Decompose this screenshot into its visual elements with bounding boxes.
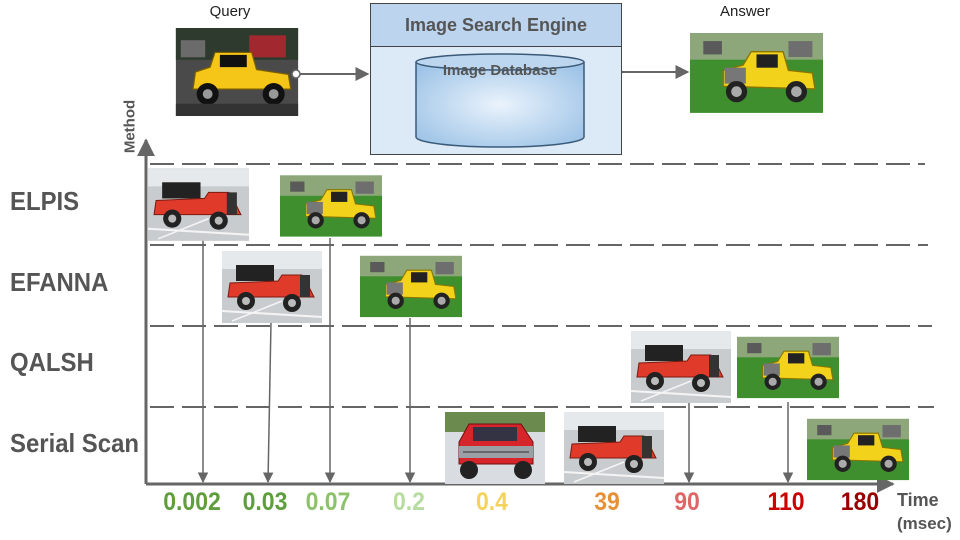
query-connector	[291, 69, 301, 79]
result-elpis-yellow-car	[280, 174, 382, 238]
time-tick: 0.4	[476, 488, 508, 516]
result-efanna-yellow-car	[360, 255, 462, 318]
method-label-elpis: ELPIS	[10, 186, 80, 216]
database-label: Image Database	[442, 62, 558, 79]
result-serial-red-truck	[444, 412, 546, 484]
answer-label: Answer	[719, 3, 771, 20]
time-tick: 39	[594, 488, 620, 516]
time-tick: 0.03	[242, 488, 288, 516]
time-tick: 180	[840, 488, 880, 516]
query-label: Query	[209, 3, 251, 20]
engine-title: Image Search Engine	[371, 4, 621, 47]
result-serial-yellow-car	[807, 418, 909, 481]
result-serial-red-car	[563, 412, 665, 484]
method-label-efanna: EFANNA	[10, 267, 109, 297]
method-label-qalsh: QALSH	[10, 347, 94, 377]
result-qalsh-red-car	[630, 331, 732, 403]
time-tick: 110	[767, 488, 805, 516]
database-cylinder	[415, 53, 585, 148]
y-axis-title: Method	[121, 99, 139, 154]
result-elpis-red-car	[148, 168, 249, 241]
time-tick: 0.2	[393, 488, 425, 516]
x-axis-title: Time	[897, 490, 939, 510]
x-axis-unit: (msec)	[897, 514, 952, 533]
time-tick: 0.07	[305, 488, 351, 516]
time-arrow-efanna-red	[262, 321, 274, 484]
result-qalsh-yellow-car	[737, 336, 839, 399]
method-label-serial-scan: Serial Scan	[10, 428, 139, 458]
time-tick: 0.002	[163, 488, 221, 516]
time-tick: 90	[674, 488, 700, 516]
result-efanna-red-car	[221, 251, 323, 323]
